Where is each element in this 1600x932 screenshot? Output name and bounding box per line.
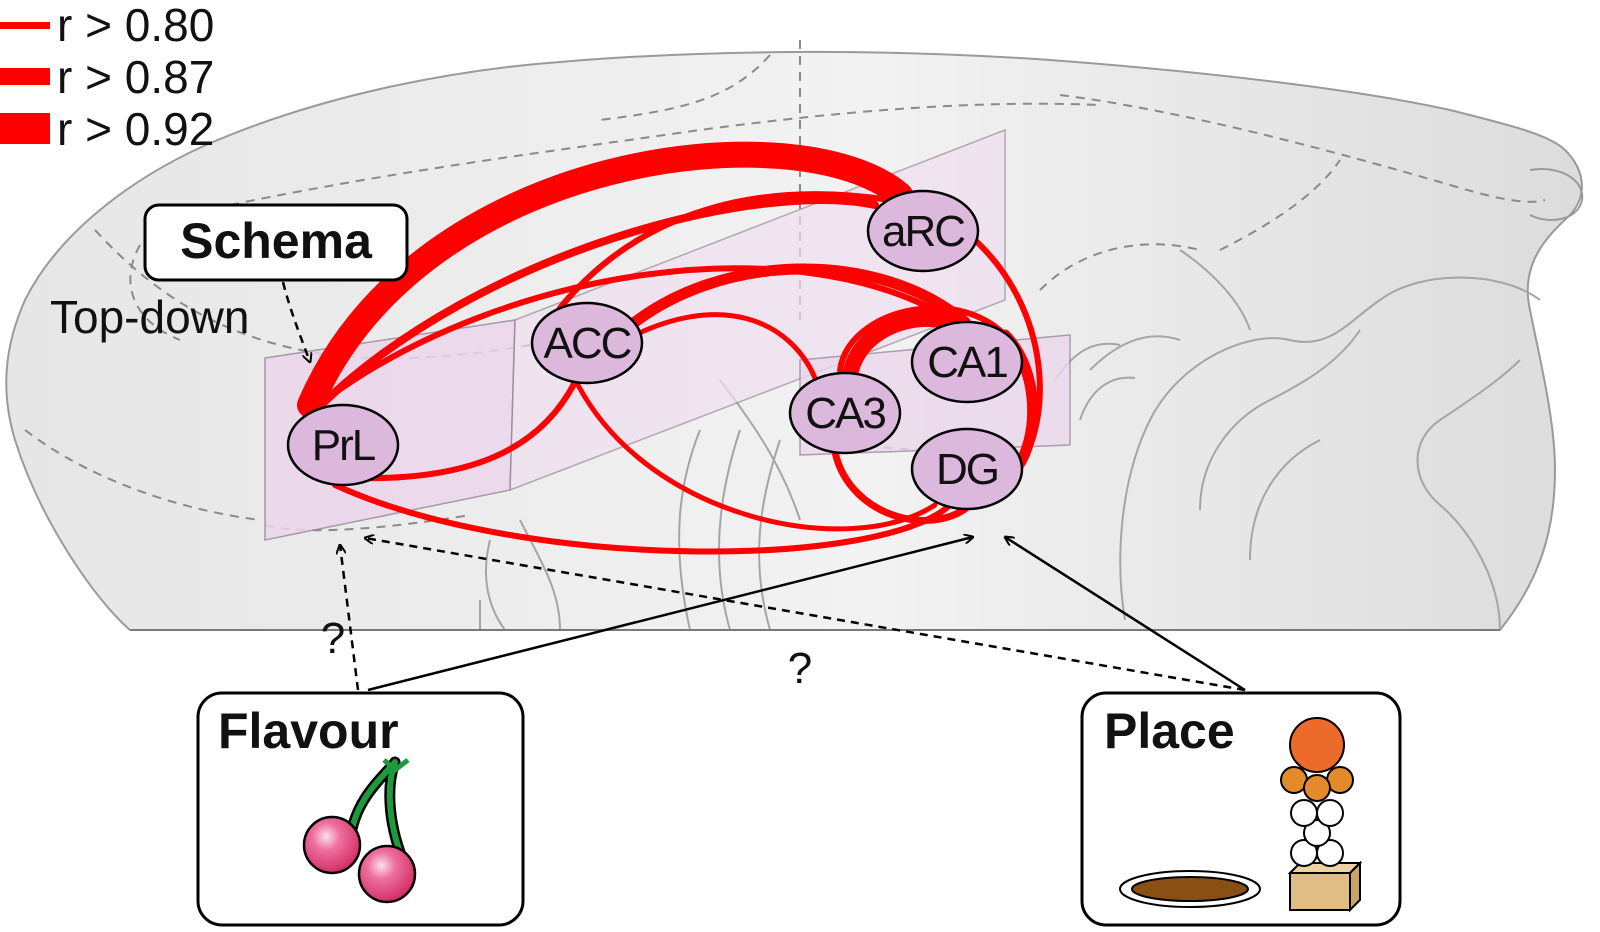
node-acc-label: ACC (544, 319, 632, 368)
node-acc[interactable]: ACC (530, 301, 644, 385)
food-bowl-icon (1119, 870, 1261, 908)
legend-label-1: r > 0.80 (57, 0, 214, 51)
edge-prl-arc-thick (297, 141, 913, 418)
flavour-label: Flavour (218, 703, 399, 759)
edge-ca3-dg (831, 448, 979, 524)
place-label: Place (1104, 703, 1235, 759)
legend: r > 0.80 r > 0.87 r > 0.92 (0, 0, 214, 155)
node-dg[interactable]: DG (910, 427, 1024, 511)
node-ca1[interactable]: CA1 (910, 320, 1024, 404)
place-box: Place (1080, 691, 1402, 927)
region-nodes: PrL ACC aRC CA1 CA3 DG (286, 189, 1024, 511)
edge-prl-dg (332, 482, 953, 555)
arrows (281, 281, 1246, 692)
edge-acc-ca1 (619, 263, 971, 336)
edge-acc-ca3 (622, 312, 818, 381)
legend-label-2: r > 0.87 (57, 51, 214, 103)
flavour-to-hippocampus-arrow (367, 537, 973, 692)
legend-line-thick (0, 113, 50, 144)
node-dg-label: DG (936, 445, 998, 494)
edge-acc-dg (575, 382, 938, 532)
schema-box: Schema (143, 203, 409, 282)
flavour-box: Flavour (196, 691, 525, 927)
question-mark-left: ? (321, 614, 345, 663)
schema-label: Schema (180, 213, 373, 269)
node-ca3-label: CA3 (805, 389, 885, 438)
flavour-to-prl-arrow (340, 545, 360, 691)
legend-label-3: r > 0.92 (57, 103, 214, 155)
landmark-stack-icon (1280, 717, 1363, 913)
place-to-prl-arrow (365, 538, 1246, 692)
node-arc[interactable]: aRC (866, 189, 980, 273)
edge-prl-arc (314, 196, 879, 412)
node-ca3[interactable]: CA3 (788, 371, 902, 455)
edge-prl-ca1 (322, 265, 963, 403)
correlation-edges (297, 141, 1043, 555)
cherry-icon (302, 756, 417, 904)
question-mark-middle: ? (788, 644, 812, 693)
top-down-arrow (281, 281, 310, 362)
legend-line-thin (0, 22, 50, 29)
node-prl-label: PrL (312, 421, 376, 470)
node-arc-label: aRC (882, 207, 965, 256)
place-to-hippocampus-arrow (1005, 537, 1246, 692)
edge-acc-arc (557, 191, 893, 311)
node-ca1-label: CA1 (927, 338, 1007, 387)
edge-acc-prl (357, 379, 578, 482)
legend-line-medium (0, 68, 50, 85)
node-prl[interactable]: PrL (286, 403, 400, 487)
top-down-label: Top-down (50, 291, 249, 343)
